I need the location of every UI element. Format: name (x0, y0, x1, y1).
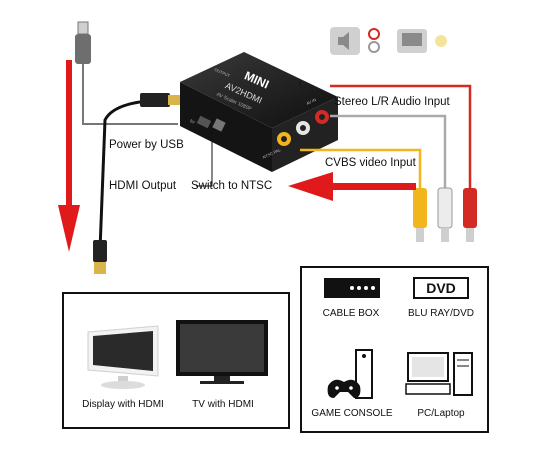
rca-cables (300, 84, 472, 190)
dvd-icon (413, 277, 469, 299)
input-devices-art (324, 277, 473, 399)
output-device-label-0: Display with HDMI (82, 399, 164, 410)
monitor-icon (87, 325, 159, 389)
hdmi-output-label: HDMI Output (109, 180, 177, 192)
rca-jack-icon (368, 28, 380, 53)
rca-plugs (413, 187, 477, 242)
switch-ntsc-label: Switch to NTSC (191, 180, 273, 192)
speaker-icon (330, 27, 360, 55)
usb-cable (75, 21, 178, 125)
output-devices-panel: Display with HDMI TV with HDMI (62, 292, 290, 429)
input-arrow (288, 172, 416, 201)
rca-jacks (277, 110, 329, 146)
tv-icon (176, 320, 268, 384)
game-console-icon (327, 349, 373, 399)
display-icon (397, 29, 427, 53)
cvbs-video-label: CVBS video Input (325, 157, 416, 169)
cable-box-icon (324, 278, 380, 298)
input-devices-panel: DVD CABLE BOX BLU RAY/DVD GAME CONSOLE P… (300, 266, 489, 433)
input-device-label-2: GAME CONSOLE (311, 408, 393, 419)
hdmi-cable (93, 93, 188, 274)
yellow-dot-icon (435, 35, 447, 47)
input-device-label-1: BLU RAY/DVD (408, 308, 474, 319)
input-device-label-0: CABLE BOX (322, 308, 380, 319)
pc-icon (405, 352, 473, 396)
callout-lines (196, 81, 301, 187)
output-device-label-1: TV with HDMI (192, 399, 254, 410)
power-usb-label: Power by USB (109, 139, 184, 151)
converter-device (180, 52, 338, 172)
output-devices-art (87, 320, 268, 389)
dvd-badge: DVD (426, 280, 456, 296)
input-device-label-3: PC/Laptop (417, 408, 465, 419)
stereo-audio-label: Stereo L/R Audio Input (334, 96, 450, 108)
output-arrow (58, 60, 80, 252)
